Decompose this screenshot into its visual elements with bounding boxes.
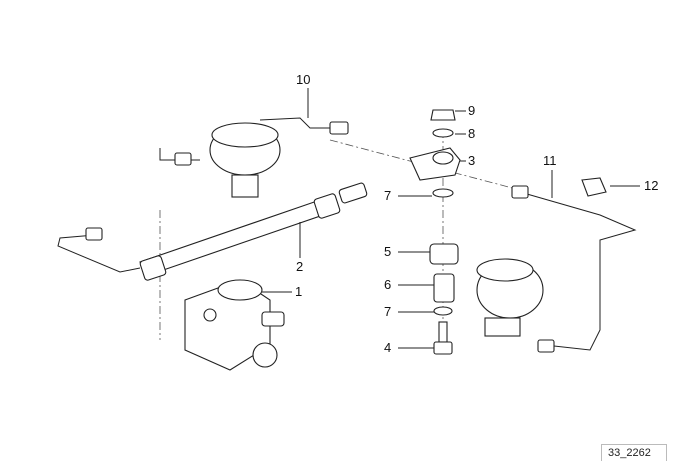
hose-fitting	[313, 193, 341, 219]
callout-4: 4	[384, 340, 392, 355]
brake-line-left	[57, 234, 141, 273]
hose-fitting	[338, 182, 368, 204]
valve-port	[252, 342, 278, 368]
callout-2: 2	[296, 259, 304, 274]
pipe-fitting	[537, 339, 555, 353]
pipe-fitting	[174, 152, 192, 166]
nut-part-9	[430, 109, 456, 121]
sleeve-part-6	[433, 273, 455, 303]
accumulator-mount	[484, 317, 521, 337]
accumulator-mount	[231, 174, 259, 198]
washer-part-7	[433, 306, 453, 316]
accumulator-cap	[476, 258, 534, 282]
valve-port	[203, 308, 217, 322]
callout-7-upper: 7	[384, 188, 392, 203]
callout-3: 3	[468, 153, 476, 168]
pipe-fitting	[511, 185, 529, 199]
callout-8: 8	[468, 126, 476, 141]
valve-top	[217, 279, 263, 301]
washer-part-8	[432, 128, 454, 138]
clip-part-12	[581, 177, 607, 197]
callout-9: 9	[468, 103, 476, 118]
pipe-fitting	[85, 227, 103, 241]
valve-nozzle	[261, 311, 285, 327]
callout-7-lower: 7	[384, 304, 392, 319]
bushing-part-5	[429, 243, 459, 265]
bolt-part-4	[433, 341, 453, 355]
accumulator-cap	[211, 122, 279, 148]
callout-1: 1	[295, 284, 303, 299]
diagram-reference-code: 33_2262	[601, 444, 667, 461]
leader-lines	[262, 88, 640, 349]
washer-part-7	[432, 188, 454, 198]
callout-5: 5	[384, 244, 392, 259]
callout-10: 10	[296, 72, 311, 87]
hose-fitting	[139, 255, 167, 281]
junction-port	[432, 151, 454, 165]
brake-line-part-11	[519, 191, 637, 351]
callout-6: 6	[384, 277, 392, 292]
junction-part-3	[409, 147, 461, 181]
bolt-shank	[438, 321, 448, 343]
pipe-fitting	[329, 121, 349, 135]
callout-11: 11	[543, 153, 557, 168]
callout-12: 12	[644, 178, 659, 193]
